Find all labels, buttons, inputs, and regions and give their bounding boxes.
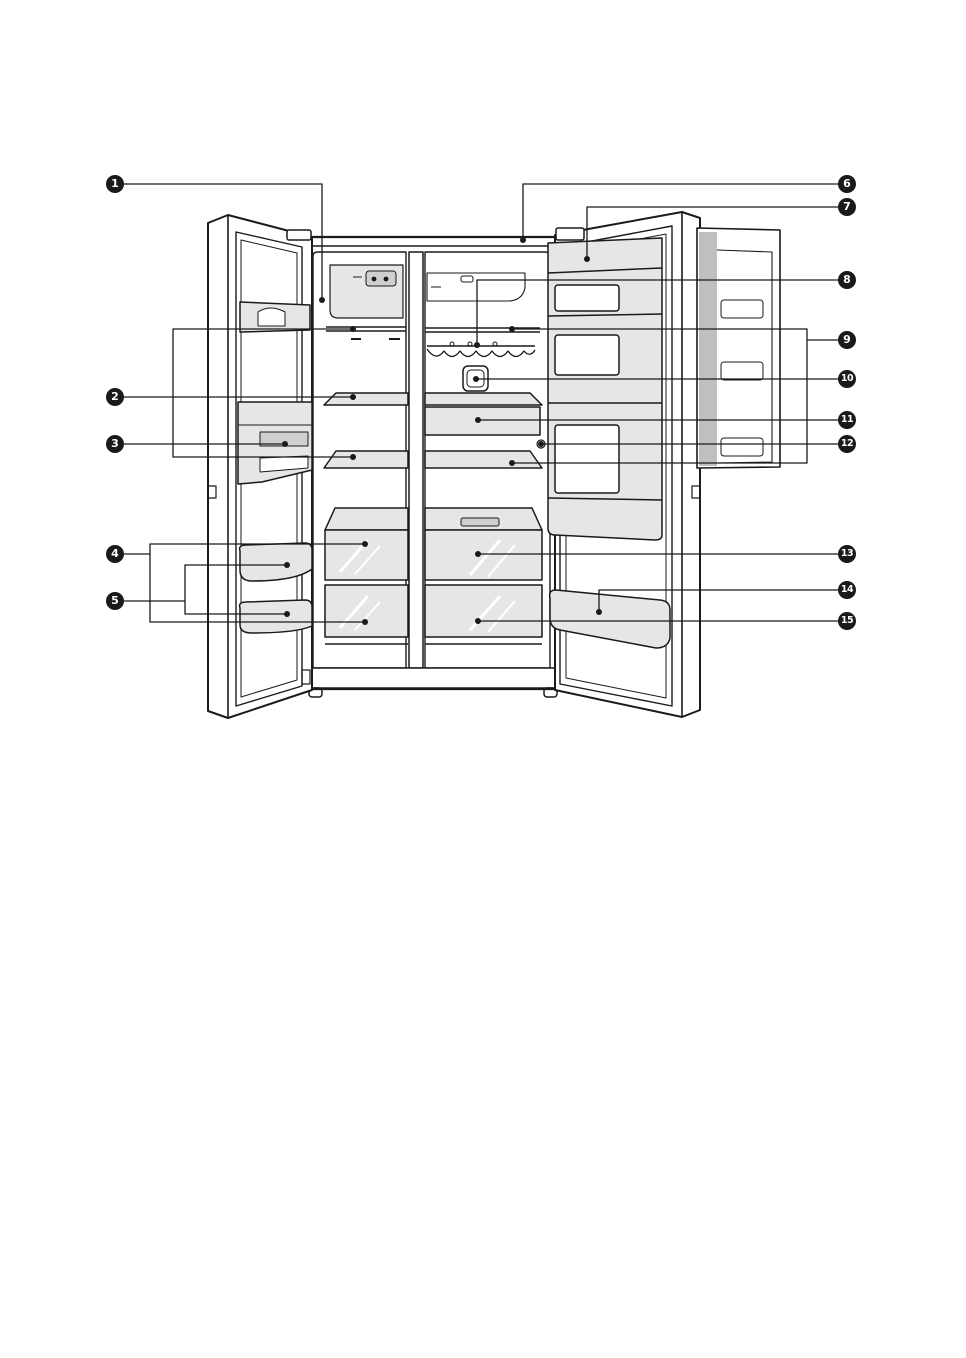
fridge-crispers <box>425 508 542 644</box>
callout-13: 13 <box>838 545 856 563</box>
left-door <box>208 215 312 718</box>
callout-12: 12 <box>838 435 856 453</box>
right-door <box>548 212 700 717</box>
callout-5: 5 <box>106 592 124 610</box>
callout-8: 8 <box>838 271 856 289</box>
callout-14: 14 <box>838 581 856 599</box>
callout-1: 1 <box>106 175 124 193</box>
ice-maker-top <box>330 265 403 318</box>
callout-11: 11 <box>838 411 856 429</box>
callout-15: 15 <box>838 612 856 630</box>
callout-7: 7 <box>838 198 856 216</box>
callout-9: 9 <box>838 331 856 349</box>
callout-3: 3 <box>106 435 124 453</box>
callout-4: 4 <box>106 545 124 563</box>
callout-6: 6 <box>838 175 856 193</box>
callout-10: 10 <box>838 370 856 388</box>
callout-2: 2 <box>106 388 124 406</box>
fridge-drawer <box>425 407 540 435</box>
right-door-edge <box>697 228 780 468</box>
